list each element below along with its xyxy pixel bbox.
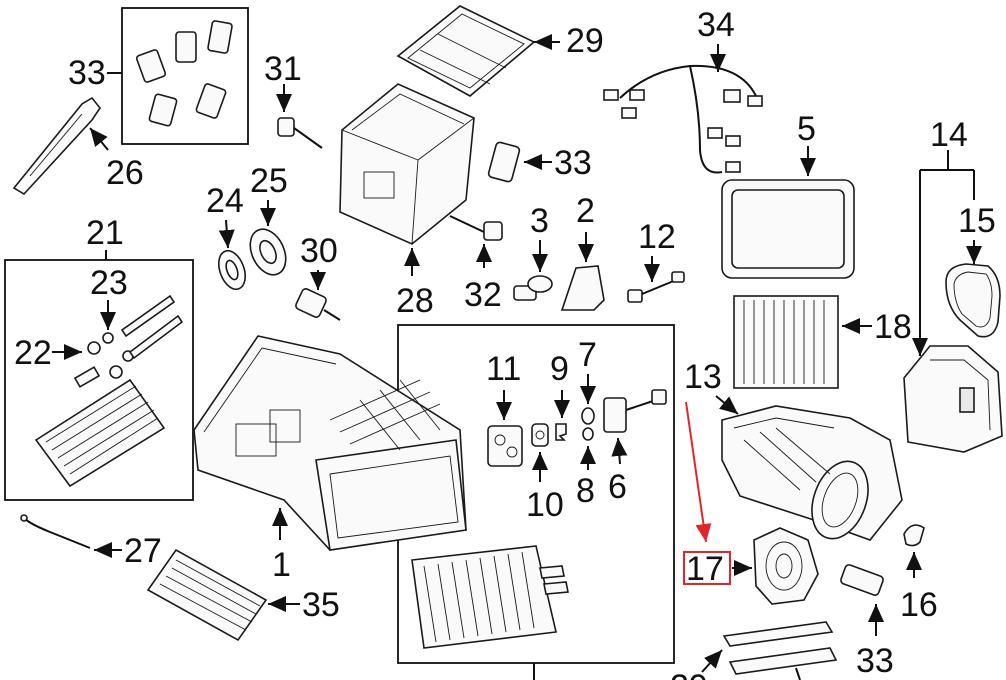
callout-6: 6 xyxy=(608,468,627,506)
temperature-sensors-part xyxy=(135,20,233,127)
blower-case-part xyxy=(721,405,903,541)
callout-29b: 29 xyxy=(670,668,708,680)
callout-17: 17 xyxy=(686,550,724,588)
o-rings-part xyxy=(581,407,595,441)
blower-motor-part xyxy=(753,527,819,605)
callout-26: 26 xyxy=(106,154,144,192)
gasket-pad-part xyxy=(531,423,549,447)
callout-11: 11 xyxy=(486,350,521,388)
evaporator-core-part xyxy=(411,545,569,649)
grommet-part xyxy=(218,249,246,291)
callout-15: 15 xyxy=(958,202,996,240)
gasket-part xyxy=(945,263,1001,338)
callout-21: 21 xyxy=(86,214,124,252)
callout-33c: 33 xyxy=(856,642,894,680)
callout-13: 13 xyxy=(684,358,722,396)
callout-28: 28 xyxy=(396,282,434,320)
callout-18: 18 xyxy=(874,308,912,346)
callout-5: 5 xyxy=(797,110,816,148)
sensor-lower-part xyxy=(840,564,884,596)
sensor-group-box xyxy=(121,7,249,145)
highlight-box-17 xyxy=(683,551,731,585)
drain-fitting-part xyxy=(513,275,553,301)
callout-10: 10 xyxy=(526,486,564,524)
mode-actuator-part xyxy=(295,288,341,321)
clip-part xyxy=(555,423,567,441)
callout-30: 30 xyxy=(300,232,338,270)
callout-34: 34 xyxy=(697,6,735,44)
heater-core-assembly-part xyxy=(146,548,268,642)
cable-bracket-part xyxy=(12,96,101,196)
callout-2: 2 xyxy=(576,192,595,230)
callout-7: 7 xyxy=(578,336,597,374)
seal-frame-part xyxy=(721,179,855,279)
lower-case-part xyxy=(193,335,467,551)
callout-16: 16 xyxy=(900,586,938,624)
callout-9: 9 xyxy=(550,350,569,388)
callout-23: 23 xyxy=(90,264,128,302)
callout-27: 27 xyxy=(124,532,162,570)
actuator-shaft-part xyxy=(449,215,503,241)
filter-element-part xyxy=(733,295,839,389)
bolt-part xyxy=(627,271,685,303)
mounting-bracket-part xyxy=(560,265,605,311)
callout-22: 22 xyxy=(14,334,52,372)
upper-case-part xyxy=(339,83,475,245)
callout-14: 14 xyxy=(930,116,968,154)
valve-part xyxy=(603,389,667,433)
heater-core-part xyxy=(34,294,184,488)
air-filter-bottom-part xyxy=(722,621,838,675)
callout-3: 3 xyxy=(530,202,549,240)
callout-35: 35 xyxy=(302,586,340,624)
callout-8: 8 xyxy=(576,472,595,510)
callout-12: 12 xyxy=(638,218,676,256)
callout-32: 32 xyxy=(464,276,502,314)
drain-hose-part xyxy=(20,514,91,549)
callout-1: 1 xyxy=(272,546,291,584)
expansion-valve-block-part xyxy=(487,425,523,467)
callout-24: 24 xyxy=(206,182,244,220)
heater-core-group-box xyxy=(4,259,194,501)
retaining-clip-part xyxy=(903,524,925,547)
actuator-seal-part xyxy=(249,228,287,276)
wiring-harness-part xyxy=(603,64,763,174)
callout-29: 29 xyxy=(566,22,604,60)
callout-33b: 33 xyxy=(554,144,592,182)
sensor-mid-part xyxy=(487,141,521,183)
callout-31: 31 xyxy=(264,50,302,88)
air-filter-top-part xyxy=(396,5,536,97)
temp-probe-part xyxy=(277,117,323,149)
callout-33a: 33 xyxy=(68,54,106,92)
blower-housing-part xyxy=(903,345,1003,453)
callout-25: 25 xyxy=(250,162,288,200)
